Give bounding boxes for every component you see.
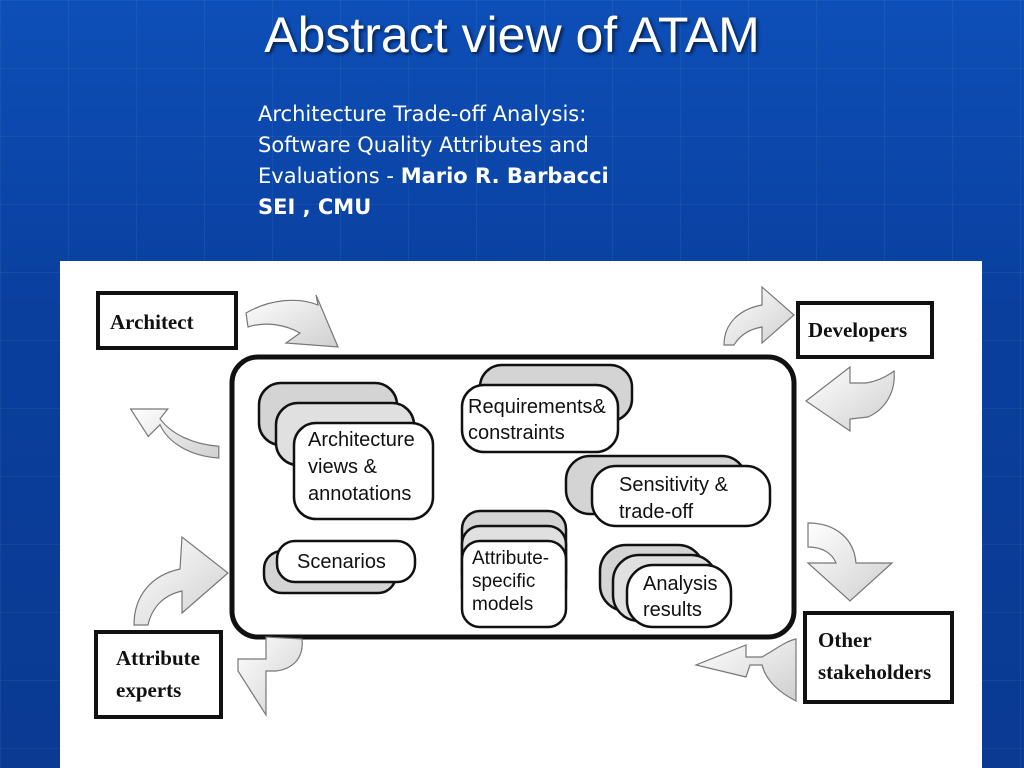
architecture-views-line2: views &	[308, 456, 378, 478]
artifact-analysis-results: Analysis results	[598, 543, 733, 629]
role-other-stakeholders-line2: stakeholders	[818, 660, 931, 684]
atam-diagram-svg: Architect Developers Attribute experts O…	[94, 285, 954, 719]
citation-line-2: Software Quality Attributes and	[258, 133, 589, 157]
artifact-architecture-views: Architecture views & annotations	[257, 381, 435, 521]
role-architect: Architect	[96, 291, 238, 350]
role-developers-label: Developers	[808, 318, 907, 342]
role-other-stakeholders: Other stakeholders	[803, 611, 954, 704]
arrow-attribute-experts-to-process	[133, 535, 229, 626]
artifact-requirements-constraints: Requirements& constraints	[460, 363, 634, 454]
attribute-models-line3: models	[472, 594, 533, 615]
arrow-process-to-other-stakeholders	[806, 522, 894, 602]
analysis-results-line2: results	[643, 599, 702, 621]
citation-line-1: Architecture Trade-off Analysis:	[258, 102, 587, 126]
slide-title: Abstract view of ATAM	[264, 7, 760, 63]
artifact-sensitivity-tradeoff: Sensitivity & trade-off	[564, 454, 772, 528]
role-attribute-experts: Attribute experts	[94, 630, 223, 719]
role-other-stakeholders-line1: Other	[818, 628, 872, 652]
role-developers: Developers	[796, 301, 934, 359]
artifact-scenarios: Scenarios	[262, 539, 417, 595]
attribute-models-line1: Attribute-	[472, 548, 549, 569]
arrow-developers-to-process	[804, 365, 895, 433]
sensitivity-line1: Sensitivity &	[619, 474, 729, 496]
role-attribute-experts-line1: Attribute	[116, 646, 200, 670]
citation-org: SEI , CMU	[258, 195, 372, 219]
citation-author: Mario R. Barbacci	[400, 164, 609, 188]
requirements-line2: constraints	[468, 422, 565, 444]
artifact-attribute-specific-models: Attribute- specific models	[460, 509, 568, 629]
scenarios-label: Scenarios	[297, 551, 386, 573]
arrow-process-to-architect	[129, 408, 220, 459]
sensitivity-line2: trade-off	[619, 501, 694, 523]
role-attribute-experts-line2: experts	[116, 678, 181, 702]
arrow-process-to-attribute-experts	[237, 636, 303, 718]
citation: Architecture Trade-off Analysis: Softwar…	[258, 99, 718, 223]
architecture-views-line1: Architecture	[308, 429, 415, 451]
architecture-views-line3: annotations	[308, 483, 411, 505]
arrow-architect-to-process	[245, 294, 339, 348]
attribute-models-line2: specific	[472, 571, 535, 592]
arrow-process-to-developers	[723, 285, 795, 346]
requirements-line1: Requirements&	[468, 396, 607, 418]
atam-diagram: Architect Developers Attribute experts O…	[60, 261, 982, 768]
analysis-results-line1: Analysis	[643, 573, 717, 595]
citation-prefix: Evaluations -	[258, 164, 401, 188]
role-architect-label: Architect	[110, 310, 194, 334]
citation-line-3: Evaluations - Mario R. Barbacci	[258, 161, 718, 192]
arrow-other-stakeholders-to-process	[694, 638, 797, 702]
